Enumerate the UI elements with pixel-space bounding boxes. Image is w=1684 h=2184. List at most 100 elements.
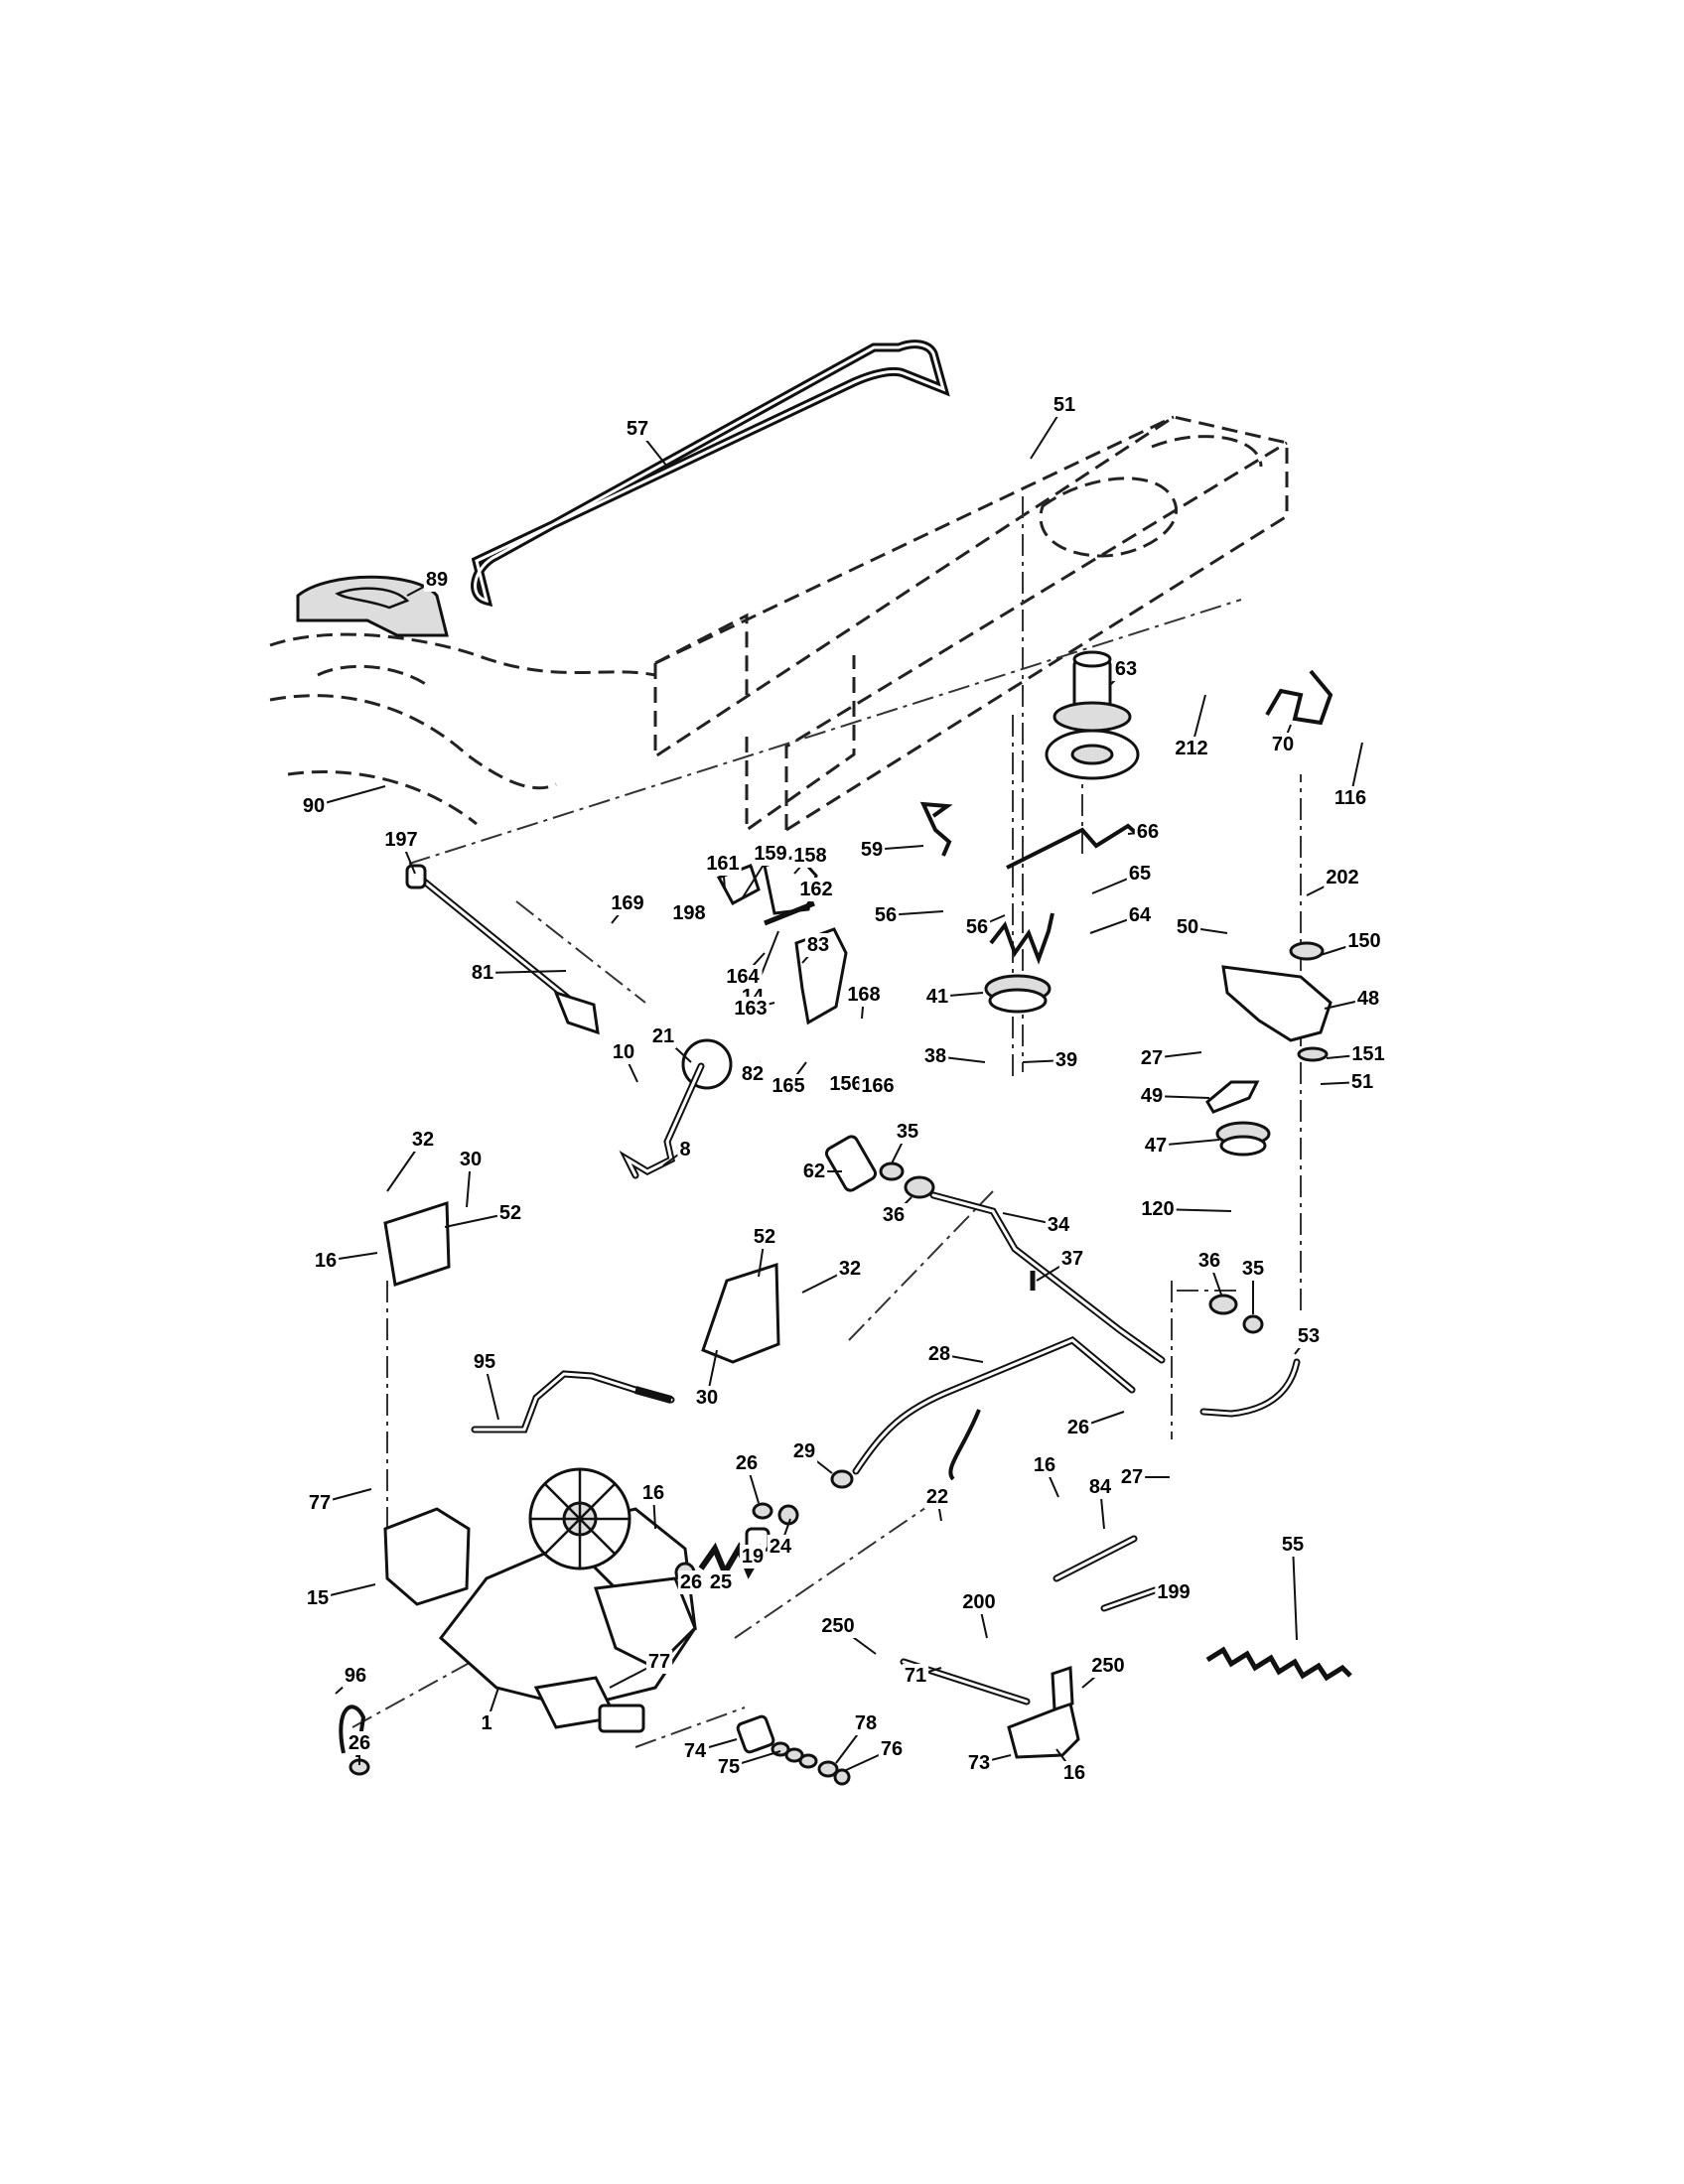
callout-label: 95 — [474, 1351, 495, 1373]
callout-label: 39 — [1055, 1049, 1077, 1071]
spring-41 — [989, 912, 1054, 965]
callout-label-bg — [670, 901, 708, 925]
callout-label: 51 — [1053, 394, 1075, 416]
callout-label-bg — [1045, 1213, 1072, 1237]
callout-label: 212 — [1175, 738, 1207, 759]
callout-label-bg — [1138, 1046, 1166, 1070]
callout-label-bg — [693, 1386, 721, 1410]
spring-55 — [1205, 1646, 1352, 1682]
callout-label: 70 — [1272, 734, 1294, 755]
callout-label: 32 — [839, 1258, 861, 1280]
bushing-62 — [824, 1135, 878, 1192]
callout-label-bg — [1174, 915, 1201, 939]
callout-label-bg — [923, 985, 951, 1009]
callout-label-bg — [1239, 1257, 1267, 1281]
clutch-rod — [852, 1335, 1136, 1475]
callout-label: 26 — [736, 1452, 758, 1474]
callout-label-bg — [752, 842, 789, 866]
callout-label: 81 — [472, 962, 493, 984]
rod-22 — [948, 1409, 981, 1481]
callout-label-bg — [791, 844, 829, 868]
callout-label-bg — [770, 1074, 807, 1098]
callout-label-bg — [409, 1128, 437, 1152]
callout-label: 30 — [696, 1387, 718, 1409]
callout-label: 16 — [1063, 1762, 1085, 1784]
bracket-73 — [1007, 1701, 1080, 1759]
callout-label: 161 — [706, 853, 739, 875]
nut-24 — [777, 1504, 799, 1526]
callout-label-bg — [902, 1664, 929, 1688]
callout-label: 52 — [499, 1202, 521, 1224]
callout-label: 158 — [793, 845, 826, 867]
callout-label-bg — [1324, 866, 1361, 889]
washer-26-upper — [752, 1502, 773, 1520]
callout-label-bg — [790, 1439, 818, 1463]
callout-label: 28 — [928, 1343, 950, 1365]
callout-label: 84 — [1089, 1476, 1112, 1498]
callout-leader — [482, 970, 567, 974]
callout-label: 116 — [1334, 787, 1366, 809]
callout-label-bg — [306, 1491, 334, 1515]
callout-label: 47 — [1145, 1135, 1167, 1157]
callout-label: 56 — [966, 916, 988, 938]
callout-label-bg — [479, 1711, 494, 1735]
callout-label-bg — [1332, 786, 1369, 810]
washer-36-lower — [1208, 1294, 1238, 1315]
callout-label-bg — [751, 1225, 778, 1249]
callout-label: 90 — [303, 795, 325, 817]
callout-label-bg — [797, 878, 835, 901]
callout-label: 35 — [897, 1121, 918, 1143]
callout-label: 27 — [1121, 1466, 1143, 1488]
callout-label: 38 — [924, 1045, 946, 1067]
nut-35-lower — [1242, 1314, 1264, 1334]
callout-label: 96 — [345, 1665, 366, 1687]
callout-label: 151 — [1351, 1043, 1384, 1065]
callout-label-bg — [300, 794, 328, 818]
callout-label: 48 — [1357, 988, 1379, 1010]
callout-label-bg — [921, 1044, 949, 1068]
washer-151 — [1297, 1046, 1329, 1062]
callout-label-bg — [610, 1040, 637, 1064]
callout-label-bg — [346, 1731, 373, 1755]
callout-label-bg — [732, 997, 770, 1021]
callout-label-bg — [852, 1711, 880, 1735]
brake-rod-clevis — [553, 990, 600, 1035]
callout-label-bg — [1051, 393, 1078, 417]
callout-leader — [1292, 1544, 1298, 1641]
callout-label: 166 — [861, 1075, 894, 1097]
callout-label-bg — [707, 1570, 735, 1594]
callout-label: 83 — [807, 934, 829, 956]
callout-label: 50 — [1177, 916, 1198, 938]
callout-label-bg — [872, 903, 900, 927]
callout-label: 82 — [742, 1063, 764, 1085]
ferrule-29 — [830, 1469, 854, 1489]
bracket-71-end — [1051, 1665, 1074, 1712]
callout-label: 22 — [926, 1486, 948, 1508]
frame-outline — [269, 415, 1289, 833]
callout-label-bg — [471, 1350, 498, 1374]
callout-label: 159 — [754, 843, 786, 865]
callout-label: 65 — [1129, 863, 1151, 885]
callout-label-bg — [1089, 1654, 1127, 1678]
callout-label-bg — [965, 1751, 993, 1775]
callout-label-bg — [1155, 1580, 1193, 1604]
callout-label: 41 — [926, 986, 948, 1008]
belt-guide-49 — [1205, 1080, 1260, 1114]
callout-label-bg — [739, 1545, 767, 1569]
knob — [681, 1038, 733, 1090]
callout-label-bg — [1138, 1084, 1166, 1108]
callout-label: 51 — [1351, 1071, 1373, 1093]
callout-label-bg — [1295, 1324, 1323, 1348]
callout-label: 165 — [772, 1075, 804, 1097]
washer-36-upper — [904, 1175, 935, 1199]
callout-label-bg — [704, 852, 742, 876]
callout-label-bg — [1134, 820, 1162, 844]
callout-label: 56 — [875, 904, 897, 926]
callout-label: 30 — [460, 1149, 482, 1170]
callout-label: 156 — [829, 1073, 862, 1095]
callout-label: 77 — [648, 1651, 670, 1673]
callout-label: 16 — [1034, 1454, 1055, 1476]
callout-label: 169 — [611, 892, 643, 914]
